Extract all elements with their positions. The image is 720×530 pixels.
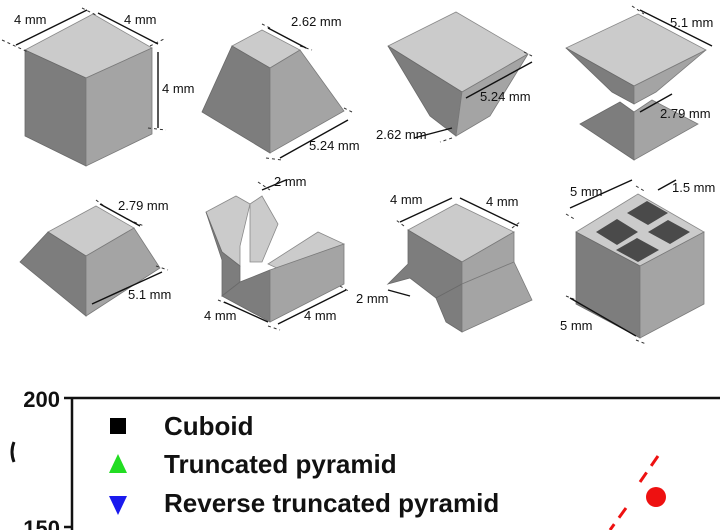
legend-marker-triangle-up [109, 454, 127, 473]
shape-cuboid: 4 mm 4 mm 4 mm [1, 7, 195, 167]
legend-marker-triangle-down [109, 496, 127, 515]
dim-label: 5.1 mm [670, 15, 713, 30]
dim-label: 2 mm [274, 174, 307, 189]
dim-label: 4 mm [390, 192, 423, 207]
dim-label: 2.62 mm [291, 14, 342, 29]
y-tick-label-200: 200 [23, 387, 60, 412]
dim-label: 4 mm [304, 308, 337, 323]
legend-label-truncated-pyramid: Truncated pyramid [164, 449, 397, 479]
legend-label-reverse-truncated-pyramid: Reverse truncated pyramid [164, 488, 499, 518]
series-red [608, 455, 666, 530]
legend: Cuboid Truncated pyramid Reverse truncat… [109, 411, 499, 518]
dim-label: 5 mm [560, 318, 593, 333]
dim-label: 4 mm [486, 194, 519, 209]
dim-label: 4 mm [124, 12, 157, 27]
dim-label: 5.24 mm [309, 138, 360, 153]
dim-label: 2 mm [356, 291, 389, 306]
dim-label: 4 mm [14, 12, 47, 27]
shape-v-notch-block: 2 mm 4 mm 4 mm [204, 174, 351, 331]
shape-lattice-cube: 5 mm 1.5 mm 5 mm [560, 179, 715, 345]
dim-label: 2.62 mm [376, 127, 427, 142]
shape-double-frustum: 2.79 mm 5.1 mm [19, 198, 171, 317]
shape-hourglass: 5.1 mm 2.79 mm [565, 5, 713, 161]
series-red-fit-line [638, 455, 660, 483]
series-red-fit-line [608, 507, 628, 530]
shape-reverse-truncated-pyramid: 5.24 mm 2.62 mm [376, 11, 533, 143]
y-axis-label-fragment [10, 441, 16, 463]
shape-stepped-block: 4 mm 4 mm 2 mm [356, 192, 533, 333]
dim-label: 1.5 mm [672, 180, 715, 195]
legend-marker-square [110, 418, 126, 434]
dim-label: 2.79 mm [660, 106, 711, 121]
dim-label: 4 mm [162, 81, 195, 96]
dim-label: 5.24 mm [480, 89, 531, 104]
dim-label: 5.1 mm [128, 287, 171, 302]
legend-label-cuboid: Cuboid [164, 411, 254, 441]
dim-label: 4 mm [204, 308, 237, 323]
series-red-point [646, 487, 666, 507]
y-tick-label-150: 150 [23, 516, 60, 530]
shape-truncated-pyramid: 2.62 mm 5.24 mm [201, 14, 360, 161]
chart: 200 150 Cuboid Truncated pyramid Reverse… [10, 387, 720, 530]
dim-label: 5 mm [570, 184, 603, 199]
dim-label: 2.79 mm [118, 198, 169, 213]
